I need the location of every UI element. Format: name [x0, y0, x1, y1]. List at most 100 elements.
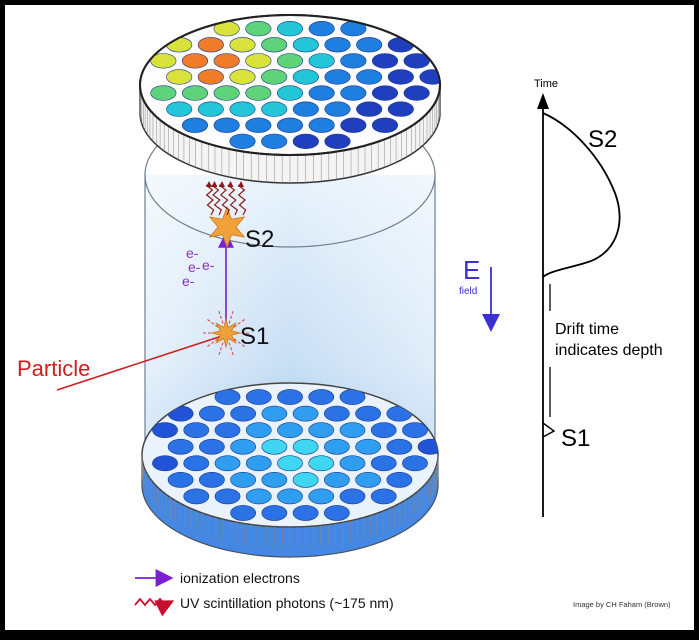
pmt-cell — [387, 101, 414, 117]
pmt-cell — [308, 117, 335, 133]
pmt-cell — [276, 53, 304, 69]
electron-cloud: e- e- e- e- — [182, 245, 215, 289]
pmt-cell — [245, 85, 272, 101]
s1-interaction-star — [202, 310, 250, 356]
pmt-cell — [261, 101, 288, 117]
pmt-cell — [261, 505, 288, 521]
top-pmt-array — [139, 14, 441, 184]
pmt-cell — [324, 69, 351, 85]
pmt-cell — [308, 488, 335, 505]
pmt-cell — [245, 455, 272, 472]
pmt-cell — [167, 438, 194, 455]
field-label: E — [463, 255, 480, 285]
image-credit: Image by CH Faham (Brown) — [573, 600, 671, 609]
pmt-cell — [277, 455, 303, 472]
pmt-cell — [403, 85, 430, 101]
pmt-cell — [152, 422, 178, 439]
pmt-cell — [292, 505, 319, 521]
pmt-cell — [150, 85, 177, 101]
legend-item-electrons: ionization electrons — [180, 570, 300, 586]
legend: ionization electrons UV scintillation ph… — [134, 569, 394, 617]
electron-label: e- — [202, 257, 215, 273]
electron-label: e- — [188, 259, 201, 275]
pmt-cell — [150, 53, 177, 69]
s1-pulse-curve — [542, 422, 556, 438]
pmt-cell — [276, 85, 304, 101]
pmt-cell — [213, 85, 240, 101]
pmt-cell — [339, 455, 366, 472]
time-axis-arrowhead — [537, 93, 549, 109]
pmt-cell — [230, 438, 257, 455]
pmt-cell — [308, 422, 335, 439]
pmt-cell — [308, 20, 335, 37]
pmt-cell — [340, 85, 367, 101]
pmt-cell — [387, 69, 414, 85]
pmt-cell — [245, 389, 272, 405]
pmt-cell — [355, 405, 381, 422]
pmt-cell — [308, 389, 335, 405]
pmt-cell — [261, 405, 288, 422]
pmt-cell — [199, 471, 225, 488]
pmt-cell — [323, 405, 350, 422]
pmt-cell — [261, 471, 288, 488]
pmt-cell — [277, 488, 303, 505]
pmt-cell — [292, 438, 319, 455]
s2-flash-star — [205, 181, 247, 249]
pmt-cell — [213, 117, 240, 133]
pmt-cell — [324, 101, 351, 117]
pmt-cell — [230, 505, 257, 521]
pmt-cell — [370, 422, 397, 439]
pmt-cell — [197, 101, 224, 117]
pmt-cell — [245, 117, 272, 133]
pmt-cell — [199, 438, 225, 455]
pmt-cell — [214, 455, 241, 472]
pmt-cell — [387, 37, 414, 53]
pmt-cell — [370, 455, 397, 472]
electron-label: e- — [186, 245, 199, 261]
pmt-cell — [245, 53, 272, 69]
s1-detector-label: S1 — [240, 323, 269, 350]
pmt-cell — [402, 422, 428, 439]
pmt-cell — [214, 422, 241, 439]
pmt-cell — [152, 455, 178, 472]
electric-field-indicator: E field — [459, 255, 500, 332]
pmt-cell — [356, 37, 383, 53]
pmt-cell — [261, 69, 288, 85]
pmt-cell — [339, 422, 366, 439]
bottom-pmt-array — [141, 382, 439, 558]
pmt-cell — [386, 471, 413, 488]
pmt-cell — [167, 471, 194, 488]
pmt-cell — [371, 117, 399, 133]
pmt-cell — [355, 438, 381, 455]
pmt-cell — [197, 37, 224, 53]
pmt-cell — [356, 69, 383, 85]
pmt-cell — [419, 69, 440, 85]
pmt-cell — [292, 471, 319, 488]
particle-label: Particle — [17, 356, 90, 381]
s2-pulse-curve — [542, 112, 621, 278]
pmt-cell — [356, 101, 383, 117]
legend-item-photons: UV scintillation photons (~175 nm) — [180, 595, 394, 611]
pmt-cell — [183, 455, 210, 472]
s2-plot-label: S2 — [588, 126, 617, 153]
pmt-cell — [355, 471, 381, 488]
pmt-cell — [181, 53, 209, 69]
pmt-cell — [214, 488, 241, 505]
pmt-cell — [230, 405, 257, 422]
pmt-cell — [308, 53, 335, 69]
pmt-cell — [324, 37, 351, 53]
pmt-cell — [183, 422, 210, 439]
pmt-cell — [371, 53, 399, 69]
pmt-cell — [292, 405, 319, 422]
pmt-cell — [183, 488, 210, 505]
pmt-cell — [229, 69, 256, 85]
pmt-cell — [261, 37, 288, 53]
pmt-cell — [277, 422, 303, 439]
pmt-cell — [245, 20, 272, 37]
pmt-cell — [261, 133, 288, 149]
time-axis-label: Time — [534, 78, 558, 90]
pmt-cell — [261, 438, 288, 455]
pmt-cell — [371, 85, 399, 101]
pmt-cell — [229, 101, 256, 117]
detector-diagram: Particle S1 S2 e- e- e- e- E field Time … — [5, 5, 694, 630]
